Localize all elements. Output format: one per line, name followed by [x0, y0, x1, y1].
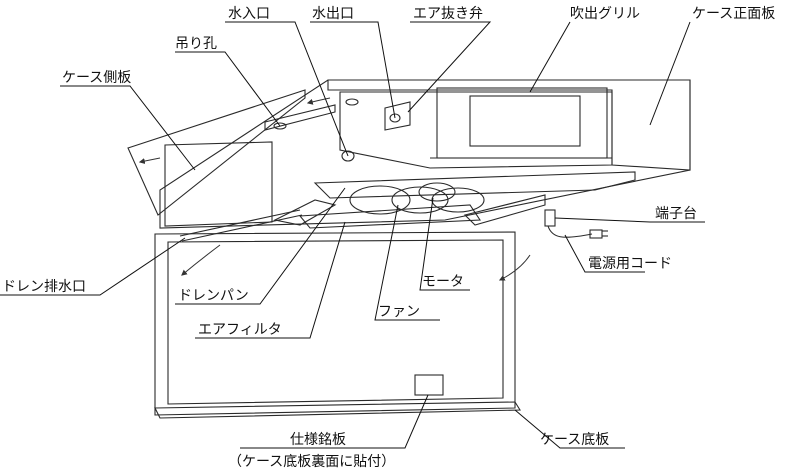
inner-rail-right — [463, 194, 546, 226]
label-air-filter: エアフィルタ — [198, 322, 282, 338]
label-case-front-panel: ケース正面板 — [692, 6, 775, 22]
motor — [418, 182, 456, 202]
leader-water-inlet — [225, 21, 349, 157]
leader-water-outlet — [310, 21, 396, 119]
case-front-panel — [327, 79, 691, 171]
label-hanging-hole: 吊り孔 — [175, 36, 217, 52]
label-case-bottom-panel: ケース底板 — [540, 432, 609, 448]
water-outlet-hole — [389, 113, 401, 123]
case-bottom-lip — [154, 401, 521, 419]
leader-power-cord — [564, 234, 645, 273]
label-fan: ファン — [378, 304, 420, 320]
arrow-side-open — [138, 157, 161, 165]
leader-case-side-panel — [60, 85, 196, 171]
label-power-cord: 電源用コード — [588, 256, 672, 272]
arrow-top-open — [306, 97, 331, 105]
leader-case-bottom-panel — [514, 409, 625, 449]
label-air-vent-valve: エア抜き弁 — [413, 6, 483, 22]
case-bottom-panel — [154, 231, 516, 416]
case-front-inner — [339, 91, 613, 169]
drain-outlet-pipe — [179, 209, 301, 237]
leader-hanging-hole — [175, 51, 281, 127]
fan-wheel-3 — [431, 187, 485, 213]
case-top-panel — [159, 79, 691, 229]
terminal-block — [544, 209, 556, 227]
outlet-grille — [436, 87, 608, 159]
label-water-inlet: 水入口 — [228, 6, 270, 22]
leader-nameplate — [240, 394, 429, 449]
leader-case-front-panel — [649, 21, 691, 126]
fan-wheel-1 — [349, 185, 411, 215]
leader-air-vent-valve — [407, 21, 492, 113]
leader-terminal-block — [554, 217, 705, 223]
leader-drain-outlet — [0, 237, 186, 296]
label-drain-outlet: ドレン排水口 — [2, 279, 86, 295]
label-drain-pan: ドレンパン — [178, 288, 249, 304]
power-cord — [547, 225, 593, 238]
case-side-panel — [164, 141, 273, 227]
label-terminal-block: 端子台 — [655, 206, 697, 222]
inner-rail-left — [273, 199, 337, 226]
water-outlet-bracket — [384, 101, 411, 131]
water-inlet-hole — [341, 150, 355, 162]
arrow-bottom-left — [181, 244, 221, 276]
outlet-grille-inner — [469, 95, 581, 147]
hanging-hole-2 — [345, 98, 359, 106]
drain-outlet-pipe-2 — [181, 214, 303, 242]
air-filter — [298, 204, 481, 229]
fan-wheel-2 — [391, 186, 449, 214]
drain-pan — [313, 171, 636, 199]
nameplate — [414, 374, 444, 396]
label-nameplate-note: （ケース底板裏面に貼付） — [228, 453, 395, 470]
hanging-hole — [273, 122, 287, 130]
case-side-panel-outer — [127, 89, 306, 216]
label-outlet-grille: 吹出グリル — [570, 6, 640, 22]
hanging-hole-plate — [264, 104, 336, 131]
leader-fan — [374, 204, 440, 321]
label-water-outlet: 水出口 — [312, 6, 354, 22]
leader-air-filter — [195, 221, 346, 339]
power-plug — [589, 229, 603, 239]
leader-outlet-grille — [529, 21, 571, 93]
arrow-bottom-right — [498, 254, 531, 281]
label-nameplate: 仕様銘板 — [290, 432, 346, 448]
label-case-side-panel: ケース側板 — [62, 70, 131, 86]
label-motor: モータ — [422, 274, 464, 290]
leader-motor — [419, 197, 470, 291]
leader-drain-pan — [175, 187, 346, 305]
